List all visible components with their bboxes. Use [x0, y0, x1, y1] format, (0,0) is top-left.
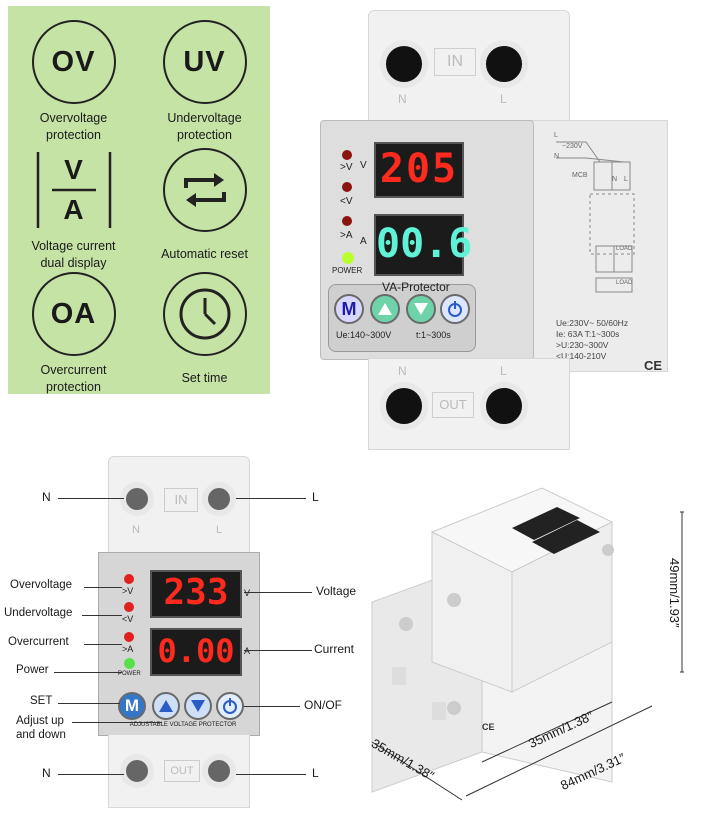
mode-button[interactable]: M — [118, 692, 146, 720]
overcurrent-led — [124, 632, 134, 642]
n-label: N — [398, 92, 407, 106]
power-icon — [223, 698, 237, 714]
overvoltage-led — [342, 150, 352, 160]
undervoltage-led — [342, 182, 352, 192]
va-icon: V A — [36, 152, 111, 228]
overvoltage-led — [124, 574, 134, 584]
time-label: t:1~300s — [416, 330, 451, 340]
terminal-n-top — [120, 482, 154, 516]
power-led — [342, 252, 354, 264]
l-label: L — [500, 92, 507, 106]
mode-button[interactable]: M — [334, 294, 364, 324]
product-dimensions-view: 49mm/1.93″ 35mm/1.38″ 84mm/3.31″ 35mm/1.… — [362, 452, 707, 808]
overcurrent-led — [342, 216, 352, 226]
undervoltage-led — [124, 602, 134, 612]
power-button[interactable] — [216, 692, 244, 720]
ov-icon: OV — [31, 20, 116, 104]
wiring-diagram — [556, 141, 635, 293]
terminal-l-top — [202, 482, 236, 516]
up-button[interactable] — [370, 294, 400, 324]
range-label: Ue:140~300V — [336, 330, 392, 340]
terminal-n-bottom — [120, 754, 154, 788]
clock-icon — [162, 272, 247, 356]
product-front-view: IN N L L ~230V N MCB N L LOAD LOAD Ue:23… — [320, 0, 700, 450]
terminal-n-top — [380, 40, 428, 88]
terminal-l-bottom — [202, 754, 236, 788]
oa-icon: OA — [31, 272, 116, 356]
model-label: ADJUSTABLE VOLTAGE PROTECTOR — [129, 722, 237, 728]
terminal-l-bottom — [480, 382, 528, 430]
ce-mark: CE — [644, 358, 663, 373]
repeat-icon — [162, 148, 247, 232]
product-labeled-view: IN N L >V <V >A POWER 233 V 0.00 A M ADJ… — [0, 452, 362, 808]
height-dimension: 49mm/1.93″ — [667, 558, 682, 628]
arrow-up-icon — [378, 303, 392, 315]
arrow-down-icon — [191, 700, 205, 712]
down-button[interactable] — [184, 692, 212, 720]
down-button[interactable] — [406, 294, 436, 324]
feature-set-time: Set time — [139, 272, 270, 387]
arrow-down-icon — [414, 303, 428, 315]
voltage-display: 205 — [374, 142, 464, 198]
current-display: 00.6 — [374, 214, 472, 276]
current-display: 0.00 — [150, 628, 242, 676]
terminal-l-top — [480, 40, 528, 88]
out-label: OUT — [432, 392, 474, 418]
power-button[interactable] — [440, 294, 470, 324]
terminal-n-bottom — [380, 382, 428, 430]
power-led — [124, 658, 135, 669]
voltage-display: 233 — [150, 570, 242, 618]
brand-label: VA-Protector — [382, 280, 450, 294]
power-icon — [448, 301, 462, 317]
feature-auto-reset: Automatic reset — [139, 148, 270, 263]
up-button[interactable] — [152, 692, 180, 720]
spec-text: Ue:230V~ 50/60Hz Ie: 63A T:1~300s >U:230… — [556, 318, 629, 361]
uv-icon: UV — [162, 20, 247, 104]
in-label: IN — [434, 48, 476, 76]
arrow-up-icon — [159, 700, 173, 712]
